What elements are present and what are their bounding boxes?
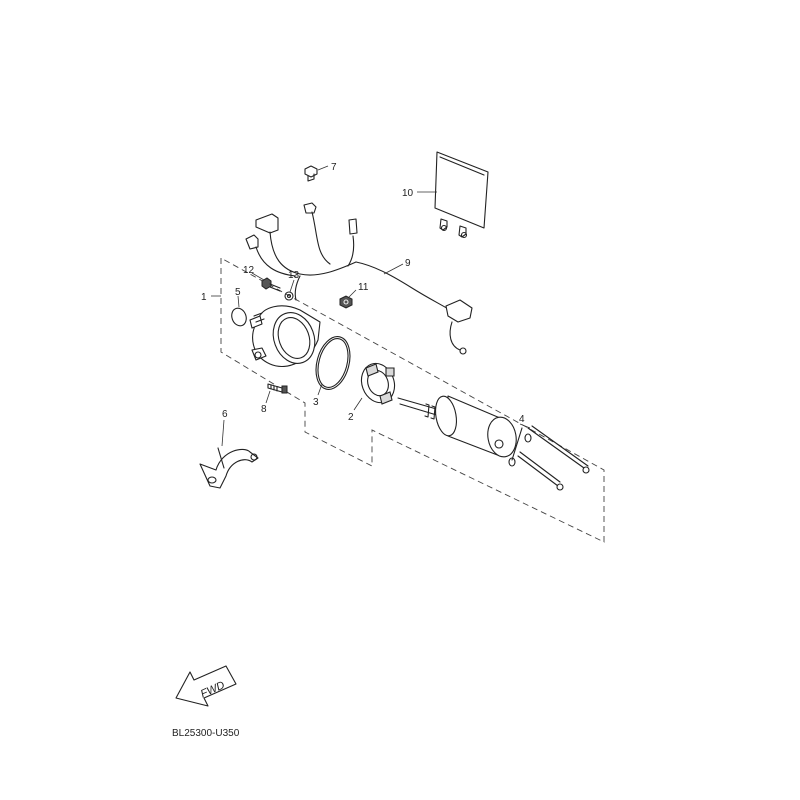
- callout-label: 5: [235, 287, 241, 298]
- callout-label: 13: [288, 270, 300, 281]
- bracket-part-6[interactable]: [199, 419, 259, 489]
- forward-direction-arrow-icon: FWD: [175, 665, 237, 707]
- callout-label: 7: [331, 162, 337, 173]
- cover-plate-part-10[interactable]: [417, 151, 489, 239]
- callout-label: 12: [243, 265, 255, 276]
- callout-label: 6: [222, 409, 228, 420]
- callout-label: 9: [405, 258, 411, 269]
- bolt-part-8[interactable]: [265, 383, 288, 404]
- assembly-outline: [220, 257, 605, 543]
- callout-label: 11: [358, 282, 369, 293]
- callout-label: 4: [519, 414, 525, 425]
- starter-motor[interactable]: [397, 395, 519, 460]
- o-ring-part-3[interactable]: [311, 333, 356, 396]
- bolt-part-7[interactable]: [304, 165, 329, 182]
- brush-holder-part-2[interactable]: [353, 359, 400, 411]
- wire-harness-part-9[interactable]: [245, 202, 473, 355]
- callout-label: 8: [261, 404, 267, 415]
- screw-part-12[interactable]: [251, 272, 281, 292]
- callout-label: 2: [348, 412, 354, 423]
- washer-part-13[interactable]: [284, 279, 295, 301]
- starter-end-cover[interactable]: [249, 305, 322, 369]
- callout-label: 1: [201, 292, 207, 303]
- o-ring-part-5[interactable]: [229, 295, 248, 328]
- callout-label: 3: [313, 397, 319, 408]
- callout-label: 10: [402, 188, 414, 199]
- through-bolts-part-4[interactable]: [508, 423, 590, 491]
- drawing-code: BL25300-U350: [172, 728, 240, 739]
- nut-part-11[interactable]: [339, 289, 357, 309]
